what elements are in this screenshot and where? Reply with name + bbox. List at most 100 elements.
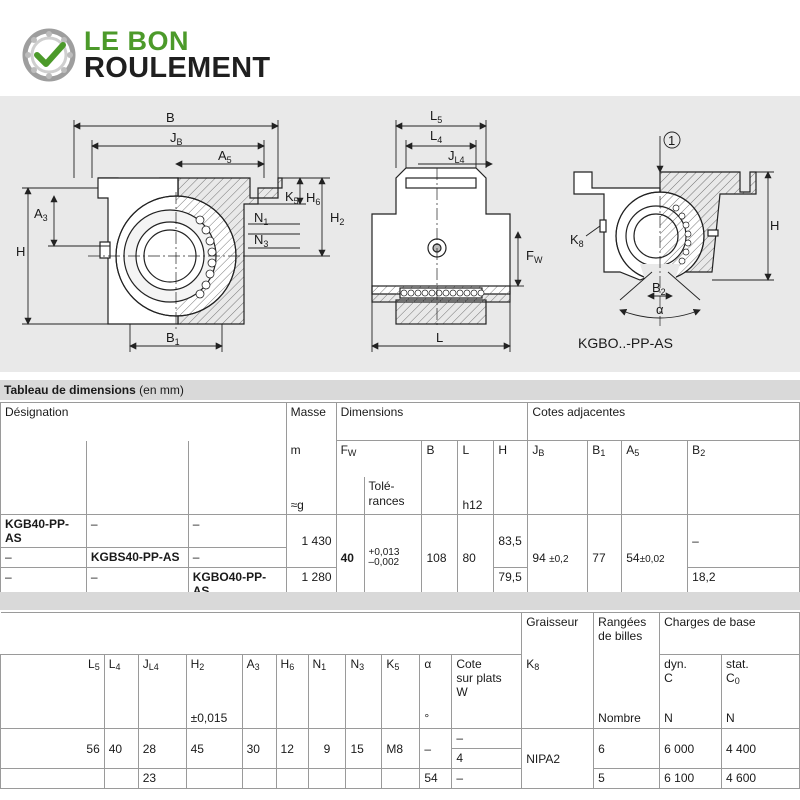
logo-line1: LE BON <box>84 26 190 56</box>
label-circle1: 1 <box>668 133 675 148</box>
H2-value: 45 <box>185 728 243 769</box>
header-cote: Cote sur plats W <box>451 654 523 709</box>
logo-line2: ROULEMENT <box>84 52 271 84</box>
table2-header-bar <box>0 592 800 610</box>
label-A5: A5 <box>218 148 232 165</box>
A3-value: 30 <box>241 728 277 769</box>
B2-value-1: – <box>687 514 800 568</box>
L-value: 80 <box>457 514 495 601</box>
label-N1: N1 <box>254 210 268 227</box>
alpha-value-2: 54 <box>419 768 453 789</box>
row1-col3: – <box>187 514 287 548</box>
JB-value: 94 ±0,2 <box>527 514 589 601</box>
header-nombre: Nombre <box>593 708 661 729</box>
cote-value-2: 4 <box>451 748 523 769</box>
header-tol: ±0,015 <box>185 708 243 729</box>
header-A5: A5 <box>621 440 689 477</box>
front-view <box>88 177 283 332</box>
row1-col1: KGB40-PP-AS <box>0 514 87 548</box>
header-charges: Charges de base <box>659 612 800 655</box>
header-stat: stat.C0 <box>721 654 800 709</box>
table1-unit: (en mm) <box>139 383 184 397</box>
label-H-right: H <box>770 218 779 233</box>
brand-logo: LE BON ROULEMENT <box>22 26 302 86</box>
row2-col2: KGBS40-PP-AS <box>85 547 189 568</box>
label-K5: K5 <box>285 189 299 206</box>
label-JL4: JL4 <box>448 148 465 165</box>
N3-value: 15 <box>345 728 383 769</box>
cote-value-3: – <box>451 768 523 789</box>
rangees-value-2: 5 <box>593 768 661 789</box>
label-B: B <box>166 110 175 125</box>
header-cotes: Cotes adjacentes <box>527 402 800 441</box>
open-type-dimensions <box>585 136 774 319</box>
label-JB: JB <box>170 130 183 147</box>
bearing-check-icon <box>22 28 76 82</box>
header-N3: N3 <box>345 654 383 709</box>
table1-title: Tableau de dimensions <box>4 383 136 397</box>
A5-value: 54±0,02 <box>621 514 689 601</box>
header-B: B <box>421 440 459 477</box>
header-A3: A3 <box>241 654 277 709</box>
table1-header-bar: Tableau de dimensions (en mm) <box>0 380 800 400</box>
H6-value: 12 <box>275 728 309 769</box>
header-N1: N1 <box>307 654 347 709</box>
label-FW: FW <box>526 248 543 265</box>
header-rangees: Rangées de billes <box>593 612 661 655</box>
header-N-unit1: N <box>659 708 723 729</box>
header-tolerances: Tolé- rances <box>363 476 423 515</box>
header-H2: H2 <box>185 654 243 709</box>
alpha-value-1: – <box>419 728 453 769</box>
header-L4: L4 <box>103 654 139 709</box>
K8-value: NIPA2 <box>521 728 595 789</box>
header-N-unit2: N <box>721 708 800 729</box>
drawing-svg: B JB A5 K5 H6 A3 H2 N1 N3 H B1 <box>16 108 779 352</box>
label-L: L <box>436 330 443 345</box>
label-L4: L4 <box>430 128 442 145</box>
header-L5: L5 <box>0 654 105 709</box>
row1-col2: – <box>85 514 189 548</box>
open-type-view <box>573 171 757 326</box>
dimensions-table: Désignation Masse Dimensions Cotes adjac… <box>0 402 800 601</box>
side-view <box>371 167 511 328</box>
dyn-value-2: 6 100 <box>659 768 723 789</box>
header-m: m <box>285 440 337 477</box>
label-L5: L5 <box>430 108 442 125</box>
adjacent-table: Graisseur Rangées de billes Charges de b… <box>0 612 800 789</box>
header-dimensions: Dimensions <box>335 402 529 441</box>
header-K5: K5 <box>381 654 421 709</box>
header-masse: Masse <box>285 402 337 441</box>
header-approx-g: ≈g <box>285 476 337 515</box>
JL4-value-2: 23 <box>137 768 187 789</box>
cote-value-1: – <box>451 728 523 749</box>
header-designation: Désignation <box>0 402 287 441</box>
K5-value: M8 <box>381 728 421 769</box>
N1-value: 9 <box>307 728 347 769</box>
drawing-caption: KGBO..-PP-AS <box>578 335 673 351</box>
header-B2: B2 <box>687 440 800 477</box>
header-L: L <box>457 440 495 477</box>
row2-col1: – <box>0 547 87 568</box>
L5-value: 56 <box>0 728 105 769</box>
label-N3: N3 <box>254 232 268 249</box>
label-B2: B2 <box>652 280 666 297</box>
label-alpha: α <box>656 302 664 317</box>
label-A3: A3 <box>34 206 48 223</box>
row2-col3: – <box>187 547 287 568</box>
label-H2: H2 <box>330 210 344 227</box>
technical-drawing: B JB A5 K5 H6 A3 H2 N1 N3 H B1 <box>0 96 800 372</box>
dyn-value-1: 6 000 <box>659 728 723 769</box>
tolerance-value: +0,013 –0,002 <box>363 514 423 601</box>
label-H6: H6 <box>306 190 320 207</box>
front-view-dimensions <box>22 120 330 352</box>
stat-value-1: 4 400 <box>721 728 800 769</box>
B-value: 108 <box>421 514 459 601</box>
rangees-value-1: 6 <box>593 728 661 769</box>
H-value-1: 83,5 <box>493 514 529 568</box>
header-H6: H6 <box>275 654 309 709</box>
B1-value: 77 <box>587 514 623 601</box>
header-K8: K8 <box>521 654 595 709</box>
label-K8: K8 <box>570 232 584 249</box>
JL4-value-1: 28 <box>137 728 187 769</box>
header-fw: FW <box>335 440 423 477</box>
